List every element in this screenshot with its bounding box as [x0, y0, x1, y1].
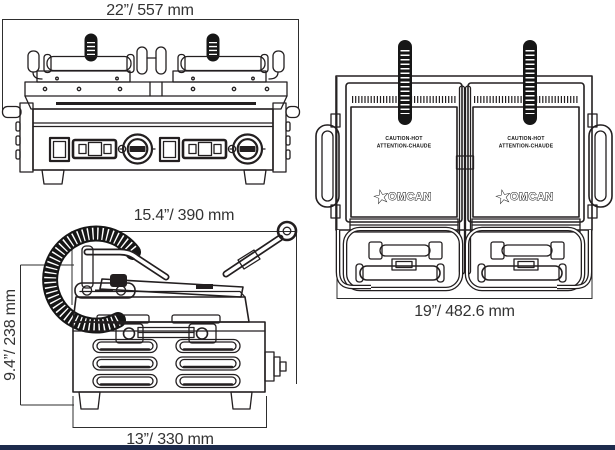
side-height-dimension-label: 9.4”/ 238 mm	[2, 289, 19, 381]
temperature-knob	[229, 133, 266, 165]
power-switch	[48, 136, 71, 163]
hinge-peg	[272, 50, 285, 73]
center-peg	[136, 46, 148, 75]
grip-handle	[359, 265, 441, 281]
side-handle-left	[315, 113, 341, 219]
front-view: 22”/ 557 mm	[1, 2, 301, 185]
timer-control	[181, 138, 228, 160]
handle-rod	[222, 220, 298, 278]
footer-accent-bar	[0, 445, 615, 450]
indicator-light	[117, 144, 127, 154]
caution-label: ATTENTION-CHAUDE	[499, 144, 554, 150]
caution-label: CAUTION-HOT	[385, 136, 422, 142]
caution-label: ATTENTION-CHAUDE	[377, 144, 432, 150]
vent-louvers	[92, 338, 241, 389]
top-view: 19”/ 482.6 mm CAUTION-HOT ATTENTION-CHAU…	[315, 40, 613, 320]
foot	[41, 169, 65, 185]
dimension-bracket	[72, 396, 267, 428]
lid-handle-right	[177, 53, 269, 74]
foot	[230, 391, 253, 410]
side-knob	[264, 351, 287, 382]
foot	[78, 391, 101, 410]
caution-label: CAUTION-HOT	[507, 136, 544, 142]
foot	[243, 169, 267, 185]
center-peg	[155, 46, 167, 75]
power-switch	[158, 136, 181, 163]
brand-name: OMCAN	[388, 191, 432, 203]
omcan-logo: ★ OMCAN	[372, 187, 432, 208]
omcan-star-icon: ★	[373, 188, 391, 208]
indicator-light	[227, 144, 237, 154]
side-base-depth-dimension-label: 13”/ 330 mm	[126, 431, 214, 448]
omcan-star-icon: ★	[495, 188, 513, 208]
omcan-logo: ★ OMCAN	[494, 187, 554, 208]
side-view: 15.4”/ 390 mm 9.4”/ 238 mm 13”/ 330 mm	[2, 207, 298, 448]
dimension-bracket	[71, 231, 297, 384]
handle-grip-ring	[276, 220, 298, 242]
control-group-right	[158, 133, 266, 165]
brand-name: OMCAN	[510, 191, 554, 203]
side-depth-dimension-label: 15.4”/ 390 mm	[134, 207, 235, 224]
temperature-knob	[119, 133, 156, 165]
grip-handle	[481, 265, 563, 281]
timer-control	[71, 138, 118, 160]
control-group-left	[48, 133, 156, 165]
hinge-frame-right	[464, 226, 586, 292]
hinge-peg	[27, 50, 40, 73]
spring-coil	[42, 225, 141, 334]
top-width-dimension-label: 19”/ 482.6 mm	[414, 303, 515, 320]
hinge-frame-left	[342, 226, 464, 292]
hinge-linkage	[74, 282, 136, 299]
dimension-bracket	[2, 19, 299, 112]
front-width-dimension-label: 22”/ 557 mm	[106, 2, 194, 19]
side-handle-right	[587, 113, 613, 219]
